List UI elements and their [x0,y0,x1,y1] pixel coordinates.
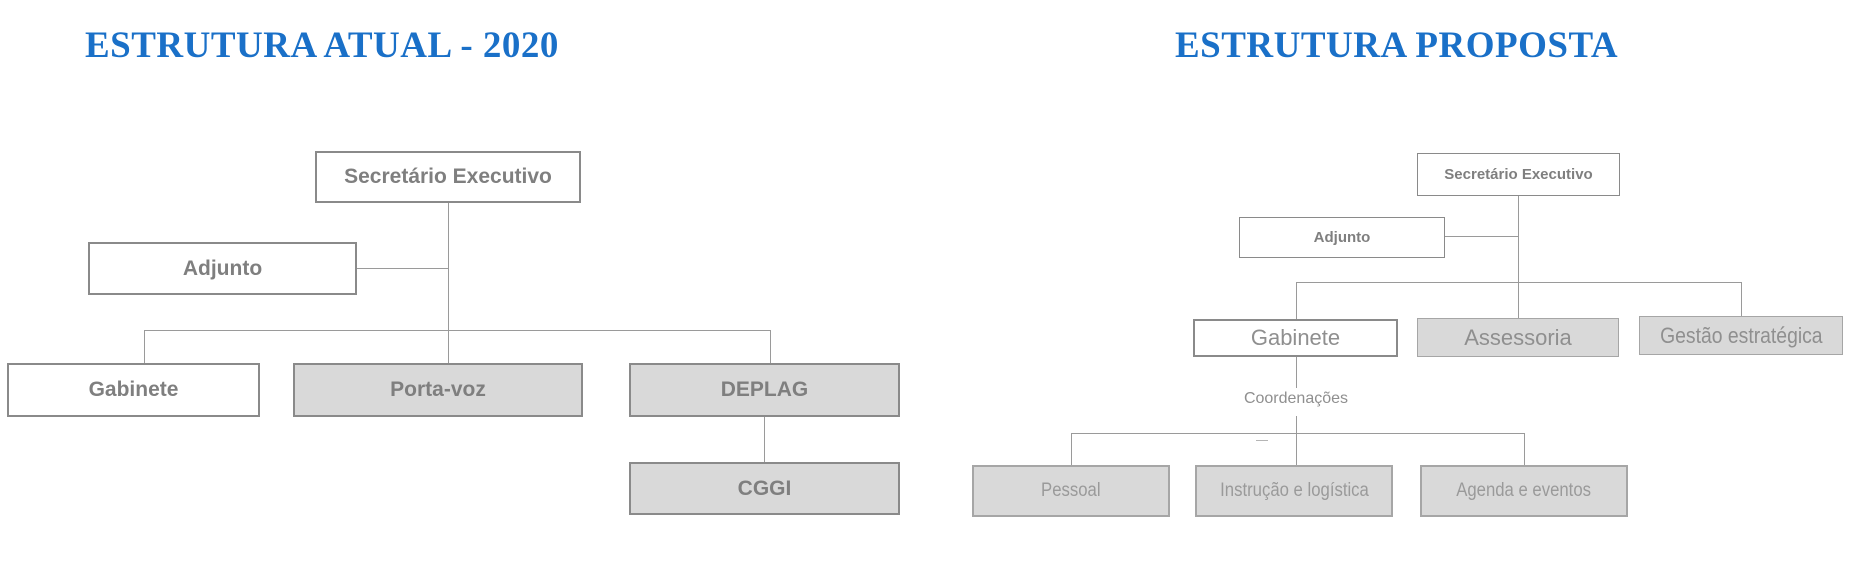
node-label: Agenda e eventos [1456,480,1592,501]
connector-drop-instrucao [1296,433,1297,465]
node-deplag: DEPLAG [629,363,900,417]
connector-drop-portavoz [448,330,449,363]
node-gabinete-proposta: Gabinete [1193,319,1398,357]
node-label: Pessoal [1041,480,1101,501]
node-gabinete-atual: Gabinete [7,363,260,417]
node-label: Gestão estratégica [1659,322,1823,348]
connector-deplag-cggi [764,417,765,462]
node-label: Porta-voz [390,378,486,401]
connector-drop-gabinete-left [144,330,145,363]
node-label: CGGI [737,476,792,500]
connector-branch2-right [1071,433,1525,434]
connector-drop-deplag [770,330,771,363]
stray-dash-artifact [1256,440,1268,441]
node-label: Gabinete [1250,325,1341,350]
right-chart-title: ESTRUTURA PROPOSTA [1175,25,1619,66]
connector-drop-agenda [1524,433,1525,465]
node-pessoal: Pessoal [972,465,1170,517]
node-label: Instrução e logística [1219,480,1369,501]
connector-drop-assessoria [1518,282,1519,318]
connector-drop-pessoal [1071,433,1072,465]
connector-branch1-right [1296,282,1742,283]
node-gestao-estrategica: Gestão estratégica [1639,316,1843,355]
node-label: Assessoria [1464,324,1572,350]
node-label: Adjunto [182,256,263,280]
node-secretario-executivo-atual: Secretário Executivo [315,151,581,203]
connector-trunk-right [1518,196,1519,283]
node-porta-voz: Porta-voz [293,363,583,417]
connector-coordenacoes-branch2 [1296,416,1297,433]
node-assessoria: Assessoria [1417,318,1619,357]
node-adjunto-proposta: Adjunto [1239,217,1445,258]
node-label: Gabinete [88,378,179,401]
connector-branch-left [144,330,771,331]
connector-gabinete-coordenacoes [1296,357,1297,388]
connector-adjunto-right [1445,236,1519,237]
connector-trunk-left [448,203,449,331]
node-secretario-executivo-proposta: Secretário Executivo [1417,153,1620,196]
node-label: Secretário Executivo [344,165,552,188]
node-cggi: CGGI [629,462,900,515]
node-instrucao-logistica: Instrução e logística [1195,465,1393,517]
connector-adjunto-left [357,268,449,269]
node-label: Secretário Executivo [1444,166,1593,183]
coordenacoes-label: Coordenações [1243,390,1349,407]
connector-drop-gabinete-right [1296,282,1297,319]
node-label: DEPLAG [720,378,809,401]
node-label: Adjunto [1313,229,1371,246]
left-chart-title: ESTRUTURA ATUAL - 2020 [85,25,559,66]
node-adjunto-atual: Adjunto [88,242,357,295]
connector-drop-gestao [1741,282,1742,316]
node-agenda-eventos: Agenda e eventos [1420,465,1628,517]
